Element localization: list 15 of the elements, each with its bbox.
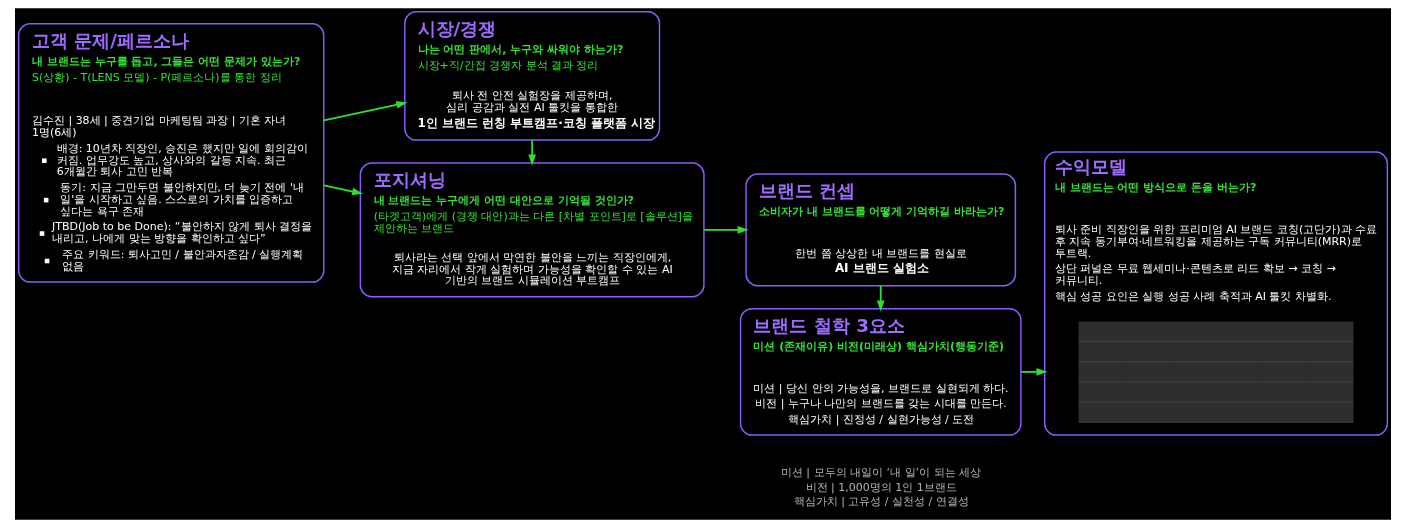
cluster: 수익모델 내 브랜드는 어떤 방식으로 돈을 버는가? 퇴사 준비 직장인을 위한 프리미엄 AI 브랜드 코칭(고단가)과 수료 후 지속 동기부여·네트워킹을 제공하는 구독 커뮤니티(MRR)로 투트랙. 상단 퍼널은 무료 웹세미나·콘텐츠로 리드 확보 → 코칭 → 커뮤니티. 핵심 성공 요인은 실행 성공 사례 축적과 AI 툴킷 차별화.	[1043, 151, 1388, 436]
arrow	[527, 139, 536, 166]
node-label: 미션 | 모두의 내일이 ‘내 일’이 되는 세상	[780, 465, 981, 479]
arrow	[1019, 368, 1047, 376]
arrow	[876, 284, 885, 312]
arrow	[702, 226, 749, 234]
node-box: 브랜드 철학 3요소 미션 (존재이유) 비전(미래상) 핵심가치(행동기준) 미션 | 당신 안의 가능성을, 브랜드로 실현되게 하다. 비전 | 누구나 나만의 브랜드를 갖는 시대를 만든다. 핵심가치 | 진정성 / 실현가능성 / 도전	[739, 307, 1022, 436]
node-label: 비전 | 1,000명의 1인 1브랜드	[805, 480, 957, 494]
arrow	[322, 184, 363, 196]
node-box: 시장/경쟁 나는 어떤 판에서, 누구와 싸워야 하는가? 시장+직/간접 경쟁자 분석 결과 정리 퇴사 전 안전 실험장을 제공하며, 심리 공감과 실전 AI 툴킷을 통합한 1인 브랜드 런칭 부트캠프·코칭 플랫폼 시장	[403, 11, 660, 141]
node-label: 핵심가치 | 고유성 / 실천성 / 연결성	[793, 495, 969, 509]
node-box: 고객 문제/페르소나 내 브랜드는 누구를 돕고, 그들은 어떤 문제가 있는가? S(상황) - T(LENS 모델) - P(페르소나)를 통한 정리 김수진 | 38세 | 중견기업 마케팅팀 과장 | 기혼 자녀 1명(6세) 배경: 10년차 직장인, 승진은 했지만 일에 회의감이 커짐. 업무강도 높고, 상사와의 갈등 지속. 최근 6개월간 퇴사 고민 반복 동기: 지금 그만두면 불안하지만, 더 늦기 전에 '내 일'을 시작하고 싶음. 스스로의 가치를 입증하고 싶다는 욕구 존재 JTBD(Job to be Done): “불안하지 않게 퇴사 결정을 내리고, 나에게 맞는 방향을 확인하고 싶다” 주요 키워드: 퇴사고민 / 불안과자존감 / 실행계획 없음	[17, 23, 324, 283]
arrow	[322, 101, 407, 122]
node-box: 포지셔닝 내 브랜드는 누구에게 어떤 대안으로 기억될 것인가? (타겟고객)에게 (경쟁 대안)과는 다른 [차별 포인트]로 [솔루션]을 제안하는 브랜드 퇴사라는 선택 앞에서 막연한 불안을 느끼는 직장인에게, 지금 자리에서 작게 실험하며 가능성을 확인할 수 있는 AI 기반의 브랜드 시뮬레이션 부트캠프	[359, 162, 705, 298]
node-box: 브랜드 컨셉 소비자가 내 브랜드를 어떻게 기억하길 바라는가? 한번 쯤 상상한 내 브랜드를 현실로 AI 브랜드 실험소	[744, 173, 1016, 287]
